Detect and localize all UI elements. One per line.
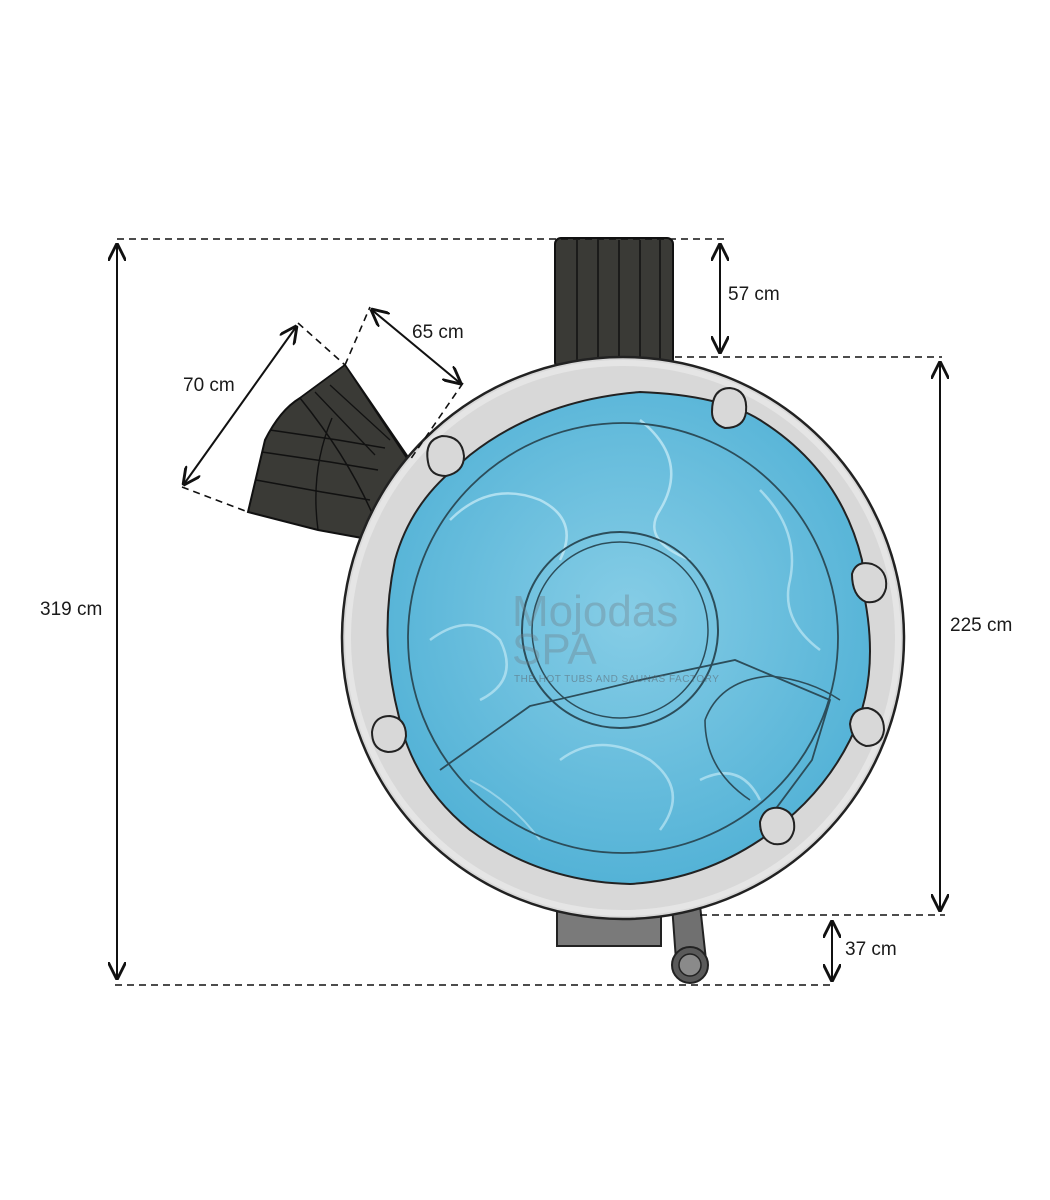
label-total-height: 319 cm [40,599,102,620]
steps-length-arrow [184,327,296,484]
headrest-bumps [370,386,888,846]
label-steps-width: 65 cm [412,322,464,343]
label-heater-depth: 57 cm [728,284,780,305]
label-pipe-depth: 37 cm [845,939,897,960]
dashed-guides [115,238,945,986]
rear-heater-box [554,237,674,369]
chimney-pipe [670,904,709,984]
watermark-brand-line2: SPA [512,625,597,674]
brand-watermark: Mojodas SPA THE HOT TUBS AND SAUNAS FACT… [512,587,719,685]
label-diameter: 225 cm [950,615,1012,636]
label-steps-length: 70 cm [183,375,235,396]
center-seat-ring [521,531,719,729]
steps-width-arrow [372,310,460,383]
watermark-tagline: THE HOT TUBS AND SAUNAS FACTORY [514,674,719,685]
tub-seat-outline [407,422,841,854]
dimension-arrows [117,245,940,980]
watermark-brand-line1: Mojodas [512,587,678,636]
